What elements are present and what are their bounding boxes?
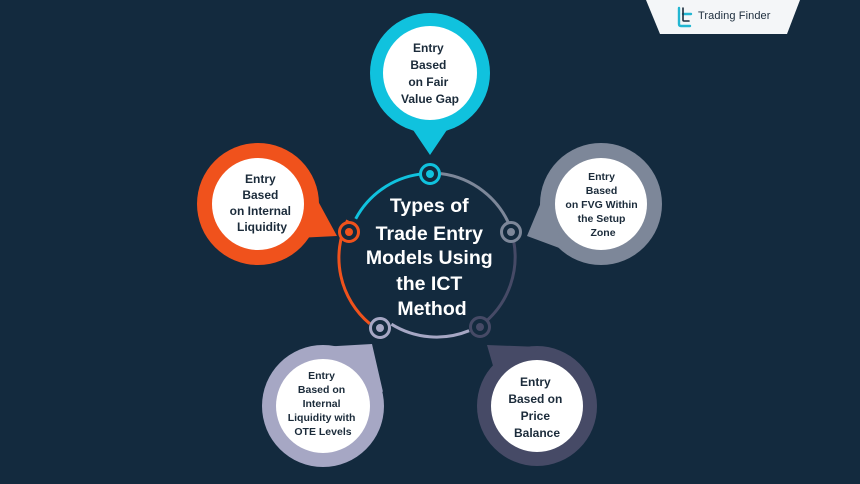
bubble-line: Based on bbox=[298, 384, 345, 396]
ring-arc-fvg bbox=[354, 172, 420, 220]
bubble-line: Based bbox=[410, 58, 446, 72]
bubble-label-price-balance: Entry Based on Price Balance bbox=[508, 375, 565, 440]
node-dot-fvg-setup bbox=[500, 221, 522, 243]
bubble-line: Entry bbox=[245, 172, 276, 186]
node-dot-price-balance bbox=[469, 316, 491, 338]
ring-nodes bbox=[338, 163, 522, 339]
title-line: Trade Entry bbox=[376, 223, 483, 245]
bubble-line: the Setup bbox=[578, 213, 626, 225]
bubble-line: on Internal bbox=[230, 204, 291, 218]
bubble-line: on Fair bbox=[408, 75, 448, 89]
title-line: Models Using bbox=[366, 247, 493, 269]
bubble-fvg-setup: Entry Based on FVG Within the Setup Zone bbox=[527, 143, 662, 265]
bubble-line: Value Gap bbox=[401, 92, 459, 106]
brand-name: Trading Finder bbox=[698, 10, 771, 22]
bubble-internal-liquidity: Entry Based on Internal Liquidity bbox=[197, 143, 337, 265]
node-dot-fvg bbox=[419, 163, 441, 185]
bubble-label-fvg-setup: Entry Based on FVG Within the Setup Zone bbox=[565, 171, 640, 239]
bubble-line: Entry bbox=[308, 370, 335, 382]
ring-arc-fvg-setup bbox=[440, 172, 512, 229]
bubble-price-balance: Entry Based on Price Balance bbox=[477, 345, 597, 466]
bubble-line: Price bbox=[521, 409, 551, 423]
bubble-fvg: Entry Based on Fair Value Gap bbox=[370, 13, 490, 155]
bubble-line: Entry bbox=[413, 41, 444, 55]
title-line: the ICT bbox=[396, 273, 462, 295]
bubble-line: OTE Levels bbox=[294, 426, 351, 438]
bubble-line: Entry bbox=[588, 171, 615, 183]
bubble-label-fvg: Entry Based on Fair Value Gap bbox=[401, 41, 459, 106]
bubble-line: on FVG Within bbox=[565, 199, 637, 211]
brand-tag: Trading Finder bbox=[646, 0, 800, 34]
diagram-title: Types of Trade Entry Models Using the IC… bbox=[366, 195, 498, 320]
bubble-line: Zone bbox=[590, 227, 615, 239]
node-dot-ote bbox=[369, 317, 391, 339]
title-line: Types of bbox=[390, 195, 469, 217]
ring-arc-price-balance bbox=[485, 240, 517, 323]
bubble-line: Based on bbox=[508, 392, 562, 406]
ring-arc-ote bbox=[390, 322, 470, 339]
bubble-line: Entry bbox=[520, 375, 551, 389]
bubble-line: Based bbox=[242, 188, 278, 202]
node-dot-internal-liquidity bbox=[338, 221, 360, 243]
bubble-label-internal-liquidity: Entry Based on Internal Liquidity bbox=[230, 172, 295, 234]
title-line: Method bbox=[397, 298, 466, 320]
bubble-line: Based bbox=[586, 185, 618, 197]
bubble-line: Balance bbox=[514, 426, 560, 440]
bubble-line: Liquidity with bbox=[288, 412, 356, 424]
bubble-ote: Entry Based on Internal Liquidity with O… bbox=[262, 344, 384, 467]
bubble-line: Liquidity bbox=[237, 220, 287, 234]
bubble-line: Internal bbox=[303, 398, 341, 410]
bubble-label-ote: Entry Based on Internal Liquidity with O… bbox=[288, 370, 359, 438]
trading-finder-logo-icon bbox=[677, 6, 693, 28]
